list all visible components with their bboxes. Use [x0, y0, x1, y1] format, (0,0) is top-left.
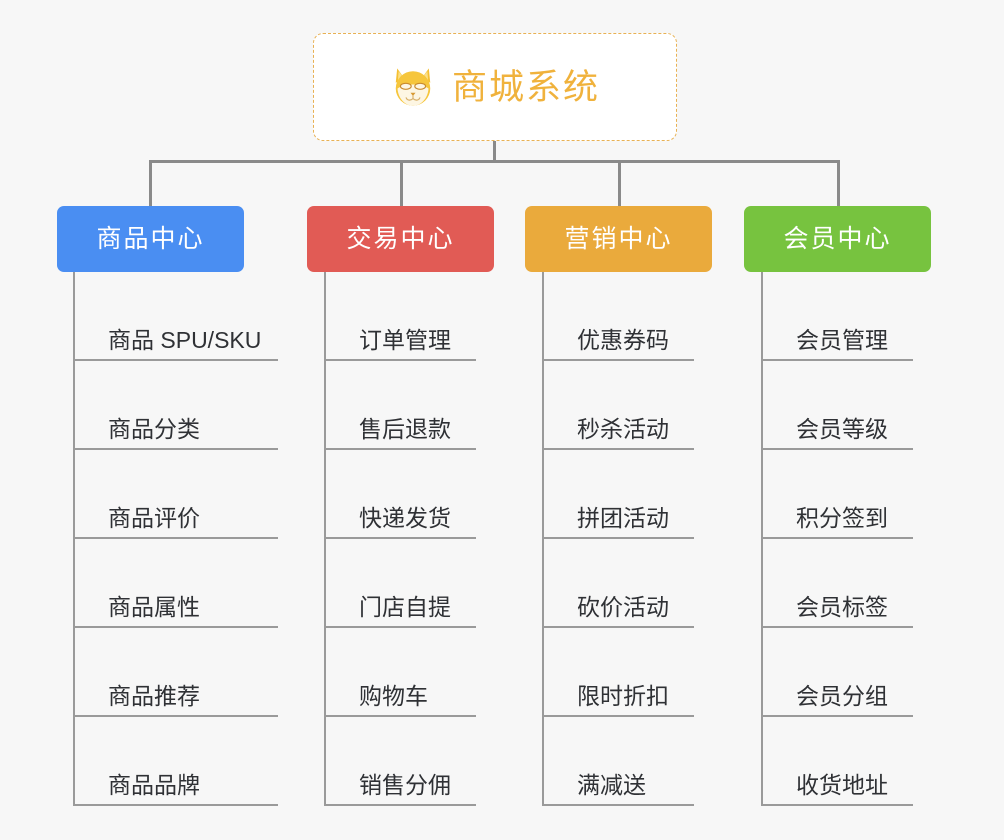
root-node[interactable]: 商城系统 — [313, 33, 677, 141]
leaf-item-label: 商品推荐 — [108, 683, 200, 709]
leaf-item[interactable]: 限时折扣 — [542, 628, 762, 717]
category-label: 营销中心 — [564, 224, 673, 253]
leaf-item[interactable]: 会员管理 — [761, 272, 981, 361]
leaf-item-label: 积分签到 — [796, 505, 888, 531]
leaf-item[interactable]: 会员等级 — [761, 361, 981, 450]
category-label: 交易中心 — [346, 224, 455, 253]
leaf-underline — [324, 626, 476, 628]
leaf-item-label: 秒杀活动 — [577, 416, 669, 442]
leaf-underline — [324, 804, 476, 806]
leaf-item[interactable]: 商品 SPU/SKU — [73, 272, 293, 361]
leaf-item[interactable]: 商品属性 — [73, 539, 293, 628]
category-label: 商品中心 — [96, 224, 205, 253]
leaf-underline — [324, 359, 476, 361]
leaf-underline — [542, 448, 694, 450]
leaf-item[interactable]: 商品推荐 — [73, 628, 293, 717]
leaf-underline — [761, 359, 913, 361]
leaf-item-label: 拼团活动 — [577, 505, 669, 531]
leaf-underline — [73, 626, 278, 628]
leaf-item[interactable]: 积分签到 — [761, 450, 981, 539]
leaf-item[interactable]: 购物车 — [324, 628, 544, 717]
leaf-item-label: 会员等级 — [796, 416, 888, 442]
leaf-item[interactable]: 快递发货 — [324, 450, 544, 539]
leaf-underline — [761, 626, 913, 628]
leaf-item-label: 商品分类 — [108, 416, 200, 442]
leaf-underline — [73, 715, 278, 717]
leaf-column-trade-center: 订单管理售后退款快递发货门店自提购物车销售分佣 — [324, 272, 544, 806]
connector-drop-1 — [149, 160, 152, 207]
connector-drop-3 — [618, 160, 621, 207]
column-spine — [324, 272, 326, 806]
leaf-item-label: 购物车 — [359, 683, 428, 709]
leaf-item-label: 销售分佣 — [359, 772, 451, 798]
leaf-item-label: 限时折扣 — [577, 683, 669, 709]
category-card-product-center[interactable]: 商品中心 — [57, 206, 244, 272]
leaf-item[interactable]: 满减送 — [542, 717, 762, 806]
leaf-underline — [761, 715, 913, 717]
leaf-item[interactable]: 收货地址 — [761, 717, 981, 806]
leaf-underline — [73, 359, 278, 361]
leaf-column-marketing-center: 优惠券码秒杀活动拼团活动砍价活动限时折扣满减送 — [542, 272, 762, 806]
leaf-underline — [542, 537, 694, 539]
leaf-item[interactable]: 会员分组 — [761, 628, 981, 717]
leaf-underline — [542, 626, 694, 628]
leaf-item[interactable]: 会员标签 — [761, 539, 981, 628]
connector-root-stem — [493, 141, 496, 163]
leaf-item[interactable]: 售后退款 — [324, 361, 544, 450]
leaf-item-label: 订单管理 — [359, 327, 451, 353]
leaf-item[interactable]: 秒杀活动 — [542, 361, 762, 450]
leaf-item-label: 售后退款 — [359, 416, 451, 442]
leaf-column-member-center: 会员管理会员等级积分签到会员标签会员分组收货地址 — [761, 272, 981, 806]
column-spine — [542, 272, 544, 806]
column-spine — [73, 272, 75, 806]
connector-bus — [149, 160, 840, 163]
leaf-underline — [542, 715, 694, 717]
category-card-marketing-center[interactable]: 营销中心 — [525, 206, 712, 272]
leaf-item-label: 会员标签 — [796, 594, 888, 620]
leaf-underline — [761, 804, 913, 806]
leaf-item[interactable]: 订单管理 — [324, 272, 544, 361]
leaf-item[interactable]: 销售分佣 — [324, 717, 544, 806]
leaf-item[interactable]: 商品品牌 — [73, 717, 293, 806]
leaf-item[interactable]: 拼团活动 — [542, 450, 762, 539]
leaf-item-label: 会员管理 — [796, 327, 888, 353]
leaf-item-label: 优惠券码 — [577, 327, 669, 353]
leaf-item-label: 收货地址 — [796, 772, 888, 798]
leaf-underline — [542, 804, 694, 806]
shiba-dog-face-icon — [395, 68, 431, 108]
leaf-underline — [761, 448, 913, 450]
leaf-item-label: 商品 SPU/SKU — [108, 327, 262, 353]
leaf-underline — [761, 537, 913, 539]
leaf-underline — [73, 804, 278, 806]
leaf-underline — [542, 359, 694, 361]
leaf-item[interactable]: 商品评价 — [73, 450, 293, 539]
leaf-item-label: 满减送 — [577, 772, 646, 798]
connector-drop-4 — [837, 160, 840, 207]
leaf-item-label: 门店自提 — [359, 594, 451, 620]
leaf-underline — [324, 715, 476, 717]
leaf-item[interactable]: 优惠券码 — [542, 272, 762, 361]
leaf-item-label: 快递发货 — [359, 505, 451, 531]
category-card-trade-center[interactable]: 交易中心 — [307, 206, 494, 272]
leaf-item-label: 会员分组 — [796, 683, 888, 709]
leaf-underline — [73, 448, 278, 450]
leaf-item-label: 砍价活动 — [577, 594, 669, 620]
leaf-underline — [324, 448, 476, 450]
leaf-item-label: 商品属性 — [108, 594, 200, 620]
category-label: 会员中心 — [783, 224, 892, 253]
leaf-item[interactable]: 砍价活动 — [542, 539, 762, 628]
connector-drop-2 — [400, 160, 403, 207]
leaf-item[interactable]: 商品分类 — [73, 361, 293, 450]
root-title: 商城系统 — [451, 67, 600, 107]
leaf-item-label: 商品品牌 — [108, 772, 200, 798]
column-spine — [761, 272, 763, 806]
leaf-column-product-center: 商品 SPU/SKU 商品分类商品评价商品属性商品推荐商品品牌 — [73, 272, 293, 806]
category-card-member-center[interactable]: 会员中心 — [744, 206, 931, 272]
leaf-underline — [324, 537, 476, 539]
leaf-underline — [73, 537, 278, 539]
leaf-item-label: 商品评价 — [108, 505, 200, 531]
leaf-item[interactable]: 门店自提 — [324, 539, 544, 628]
